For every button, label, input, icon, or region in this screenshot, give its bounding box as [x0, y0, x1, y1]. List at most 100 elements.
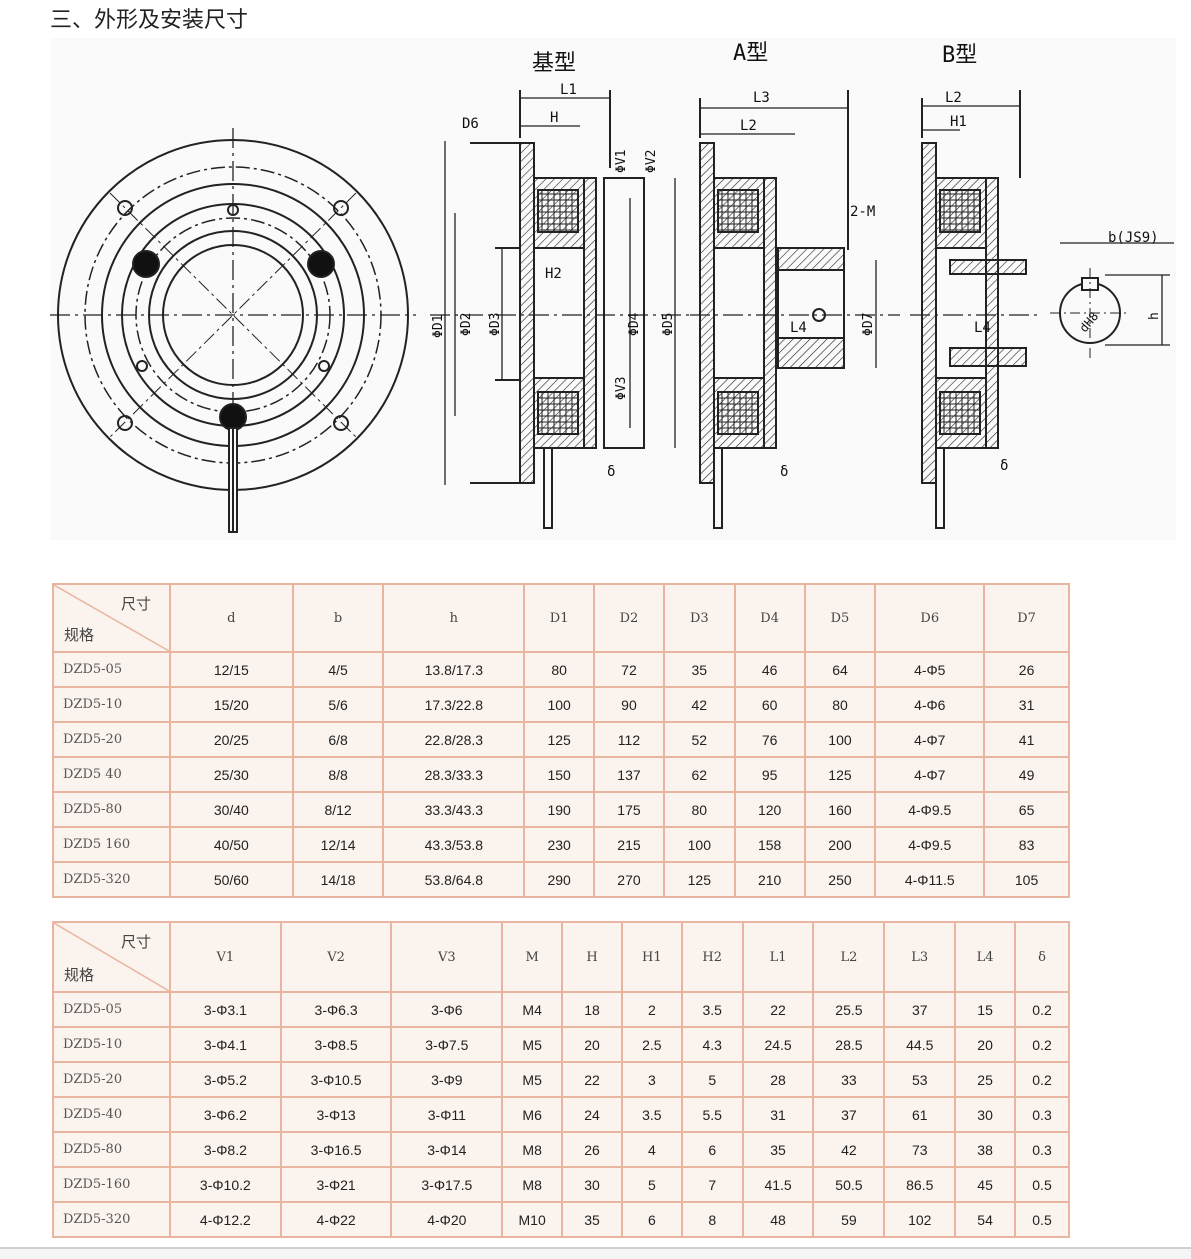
value-cell: 48: [741, 1201, 815, 1238]
value-cell: 33.3/43.3: [382, 791, 526, 828]
value-cell: 3-Φ10.2: [169, 1166, 282, 1203]
svg-text:δ: δ: [1000, 458, 1008, 474]
value-cell: 6/8: [291, 721, 385, 758]
value-cell: 100: [523, 686, 596, 723]
value-cell: 26: [983, 651, 1070, 688]
value-cell: 3: [620, 1061, 683, 1098]
value-cell: 4-Φ7: [874, 756, 986, 793]
value-cell: 31: [983, 686, 1070, 723]
svg-text:ΦV2: ΦV2: [644, 150, 659, 173]
svg-text:ΦV1: ΦV1: [614, 150, 629, 173]
value-cell: 137: [593, 756, 665, 793]
value-cell: 76: [733, 721, 806, 758]
value-cell: 22: [741, 991, 815, 1028]
value-cell: 6: [680, 1131, 744, 1168]
value-cell: 3-Φ9: [390, 1061, 504, 1098]
value-cell: 50/60: [169, 861, 294, 898]
col-header: D2: [593, 583, 665, 653]
value-cell: 3-Φ6.2: [169, 1096, 282, 1133]
value-cell: 3-Φ6.3: [279, 991, 393, 1028]
value-cell: 4-Φ12.2: [169, 1201, 282, 1238]
value-cell: 40/50: [169, 826, 294, 863]
value-cell: 105: [983, 861, 1070, 898]
value-cell: 210: [733, 861, 806, 898]
value-cell: 3-Φ17.5: [390, 1166, 504, 1203]
value-cell: 17.3/22.8: [382, 686, 526, 723]
col-header: H2: [680, 921, 744, 993]
value-cell: 80: [662, 791, 736, 828]
value-cell: 72: [593, 651, 665, 688]
model-cell: DZD5-05: [52, 991, 171, 1028]
value-cell: 3-Φ16.5: [279, 1131, 393, 1168]
base-type-view: 基型 L1 H D6 H2 δ ΦD1 ΦD2 ΦD3 ΦD4 ΦD5 ΦV1 …: [430, 51, 690, 529]
value-cell: 25: [954, 1061, 1017, 1098]
value-cell: 3-Φ8.5: [279, 1026, 393, 1063]
col-header: D5: [803, 583, 877, 653]
svg-text:H1: H1: [950, 114, 967, 130]
value-cell: 33: [812, 1061, 886, 1098]
col-header: d: [169, 583, 294, 653]
value-cell: 28.5: [812, 1026, 886, 1063]
value-cell: M5: [501, 1026, 564, 1063]
value-cell: 250: [803, 861, 877, 898]
value-cell: 41.5: [741, 1166, 815, 1203]
value-cell: M8: [501, 1166, 564, 1203]
label-b: B型: [942, 43, 977, 68]
value-cell: 30: [561, 1166, 623, 1203]
col-header: V1: [169, 921, 282, 993]
value-cell: 4/5: [291, 651, 385, 688]
value-cell: 53: [883, 1061, 957, 1098]
value-cell: 4-Φ7: [874, 721, 986, 758]
value-cell: 59: [812, 1201, 886, 1238]
value-cell: 125: [803, 756, 877, 793]
value-cell: 0.2: [1014, 1026, 1070, 1063]
dimension-drawing: 基型 L1 H D6 H2 δ ΦD1 ΦD2 ΦD3 ΦD4 ΦD5 ΦV1 …: [50, 38, 1176, 540]
value-cell: 3-Φ8.2: [169, 1131, 282, 1168]
value-cell: 3-Φ6: [390, 991, 504, 1028]
value-cell: 42: [662, 686, 736, 723]
value-cell: 3-Φ5.2: [169, 1061, 282, 1098]
value-cell: 24: [561, 1096, 623, 1133]
col-header: M: [501, 921, 564, 993]
svg-text:L2: L2: [945, 90, 962, 106]
value-cell: 3-Φ7.5: [390, 1026, 504, 1063]
value-cell: 3.5: [680, 991, 744, 1028]
value-cell: 0.5: [1014, 1166, 1070, 1203]
value-cell: 175: [593, 791, 665, 828]
value-cell: 22.8/28.3: [382, 721, 526, 758]
model-cell: DZD5-05: [52, 651, 171, 688]
model-cell: DZD5-10: [52, 1026, 171, 1063]
svg-text:L1: L1: [560, 82, 577, 98]
value-cell: 150: [523, 756, 596, 793]
value-cell: 49: [983, 756, 1070, 793]
value-cell: 28.3/33.3: [382, 756, 526, 793]
value-cell: 65: [983, 791, 1070, 828]
value-cell: 4-Φ20: [390, 1201, 504, 1238]
col-header: D1: [523, 583, 596, 653]
value-cell: 61: [883, 1096, 957, 1133]
value-cell: 60: [733, 686, 806, 723]
value-cell: 6: [620, 1201, 683, 1238]
col-header: V3: [390, 921, 504, 993]
value-cell: 62: [662, 756, 736, 793]
value-cell: 90: [593, 686, 665, 723]
value-cell: 8: [680, 1201, 744, 1238]
col-header: b: [291, 583, 385, 653]
col-header: L3: [883, 921, 957, 993]
value-cell: 15/20: [169, 686, 294, 723]
model-cell: DZD5-320: [52, 861, 171, 898]
value-cell: 100: [662, 826, 736, 863]
model-cell: DZD5-80: [52, 791, 171, 828]
col-header: D6: [874, 583, 986, 653]
svg-text:L4: L4: [974, 320, 991, 336]
value-cell: 37: [883, 991, 957, 1028]
value-cell: 52: [662, 721, 736, 758]
value-cell: 270: [593, 861, 665, 898]
